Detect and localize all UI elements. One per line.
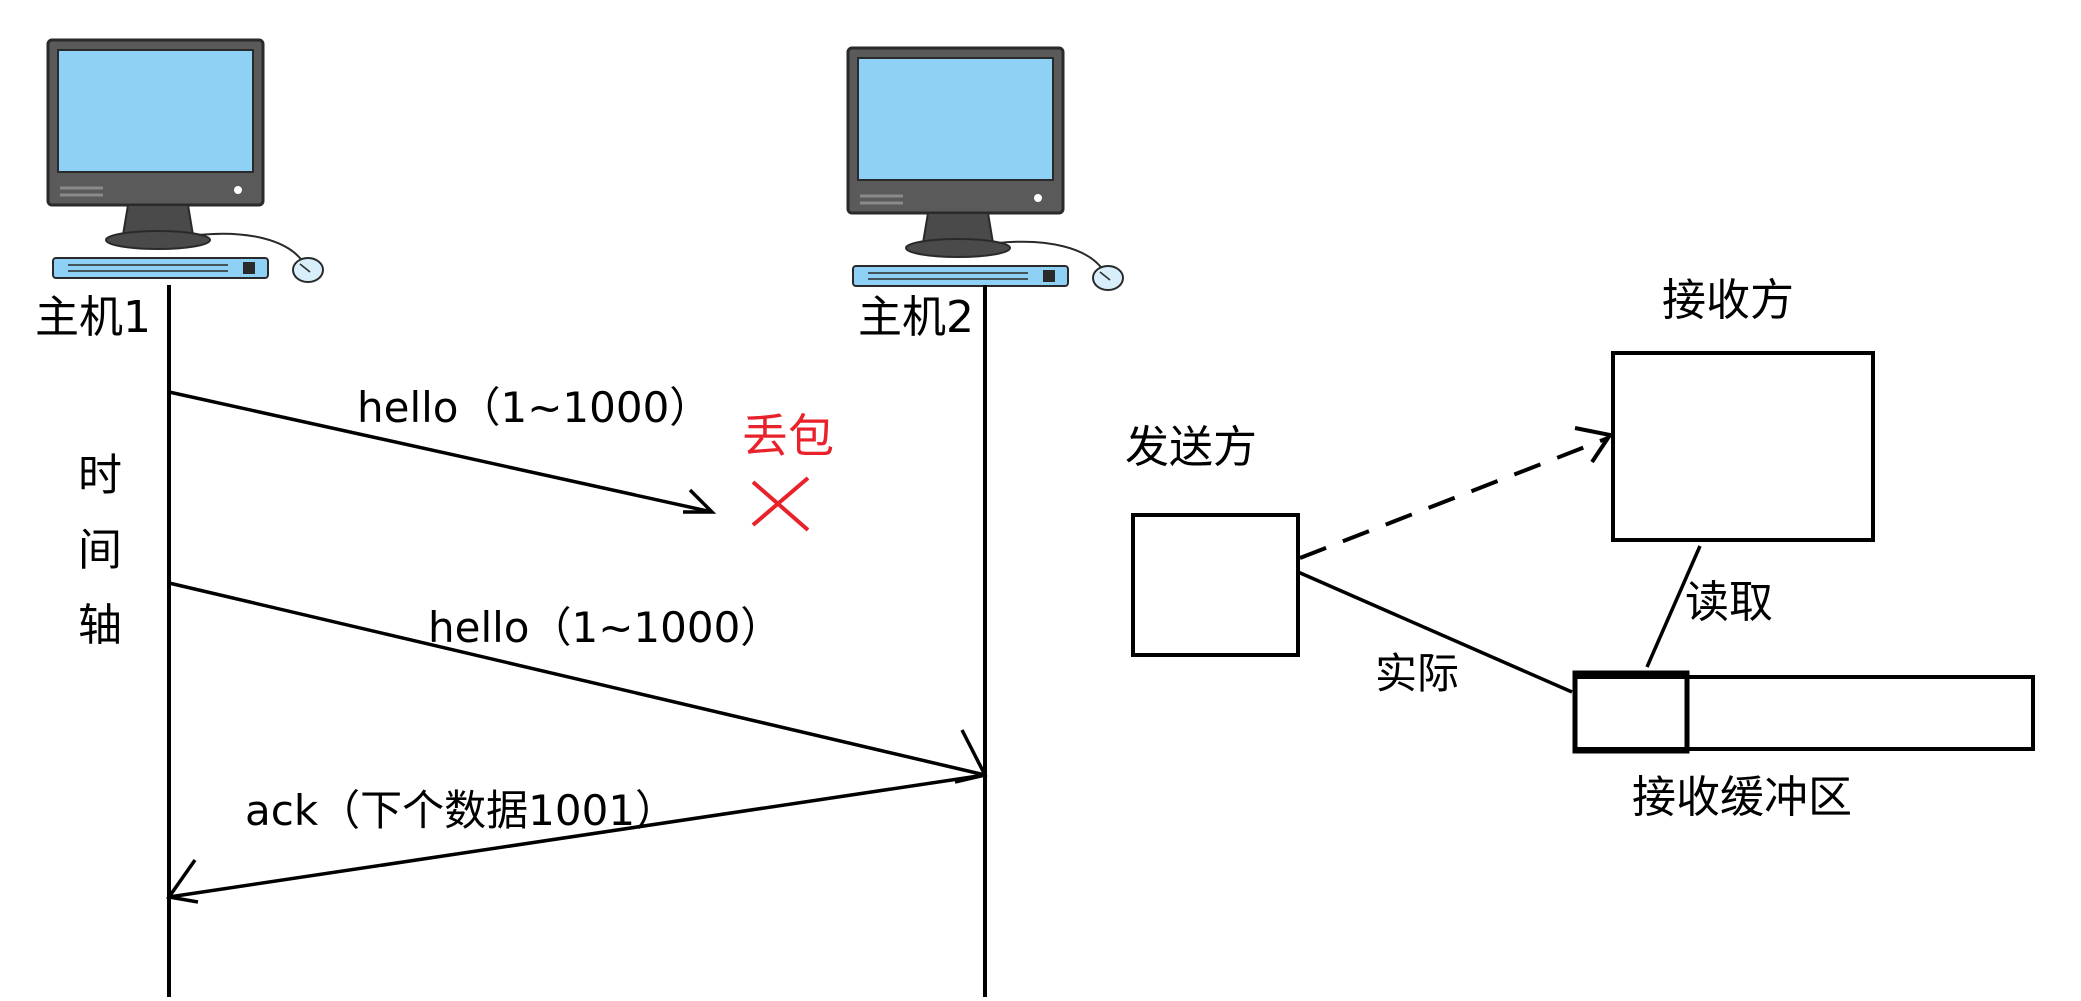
lost-packet-arrow	[168, 390, 717, 514]
read-line	[1645, 545, 1702, 668]
ack-arrow	[165, 773, 986, 904]
receive-buffer-filled-segment	[1572, 670, 1690, 754]
host2-computer-icon	[846, 46, 1125, 292]
apparent-path-arrow	[1299, 426, 1614, 560]
actual-path-line	[1297, 570, 1573, 694]
receiver-label: 接收方	[1662, 275, 1794, 326]
host1-computer-icon	[46, 38, 325, 284]
first-hello-label: hello（1~1000）	[357, 383, 711, 432]
packet-loss-label: 丢包	[742, 409, 834, 463]
time-axis-char-2: 间	[78, 525, 122, 576]
actual-label: 实际	[1375, 649, 1459, 698]
receive-buffer-bar	[1573, 675, 2035, 751]
ack-label: ack（下个数据1001）	[245, 786, 677, 835]
read-label: 读取	[1685, 577, 1773, 628]
packet-loss-x-icon	[751, 476, 810, 532]
receive-buffer-label: 接收缓冲区	[1632, 772, 1852, 823]
host1-label: 主机1	[35, 292, 151, 343]
time-axis-char-3: 轴	[78, 600, 122, 651]
sender-box	[1131, 513, 1300, 657]
time-axis-char-1: 时	[78, 450, 122, 501]
receiver-box	[1611, 351, 1875, 542]
sender-label: 发送方	[1125, 422, 1257, 473]
host2-label: 主机2	[858, 292, 974, 343]
second-hello-label: hello（1~1000）	[428, 603, 782, 652]
